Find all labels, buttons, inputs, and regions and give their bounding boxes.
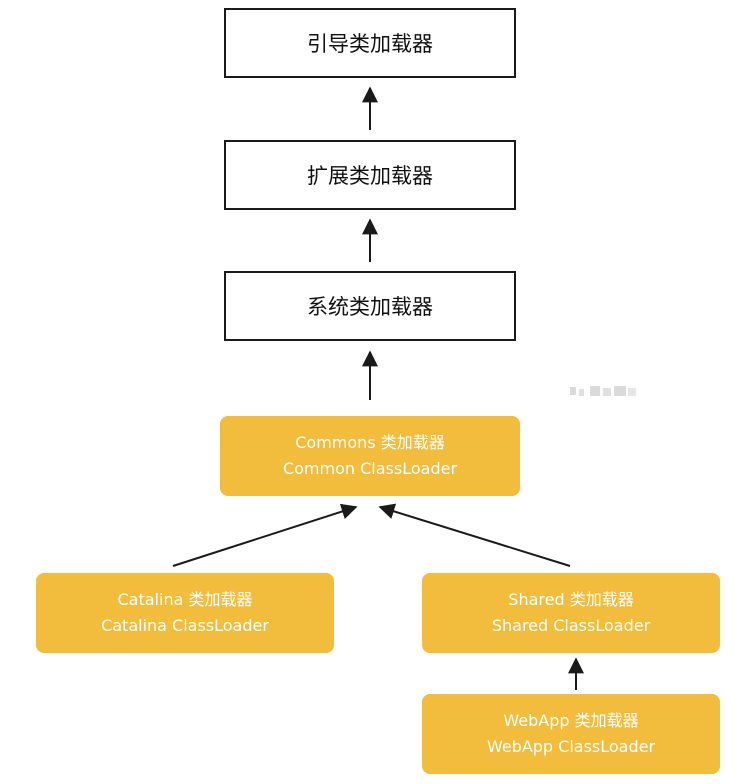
arrow-shared-to-common <box>378 503 571 567</box>
catalina-classloader-box: Catalina 类加载器 Catalina ClassLoader <box>36 573 334 653</box>
system-classloader-label: 系统类加载器 <box>307 295 433 319</box>
catalina-classloader-line1: Catalina 类加载器 <box>117 590 253 609</box>
common-classloader-line1: Commons 类加载器 <box>295 433 445 452</box>
common-classloader-box: Commons 类加载器 Common ClassLoader <box>220 416 520 496</box>
watermark-smudge <box>570 386 636 396</box>
webapp-classloader-line1: WebApp 类加载器 <box>503 711 639 730</box>
webapp-classloader-box: WebApp 类加载器 WebApp ClassLoader <box>422 694 720 774</box>
arrow-catalina-to-common <box>172 503 358 567</box>
common-classloader-line2: Common ClassLoader <box>282 459 458 478</box>
extension-classloader-label: 扩展类加载器 <box>307 164 433 188</box>
shared-classloader-box: Shared 类加载器 Shared ClassLoader <box>422 573 720 653</box>
shared-classloader-line2: Shared ClassLoader <box>491 616 651 635</box>
bootstrap-classloader-box: 引导类加载器 <box>224 8 516 78</box>
shared-classloader-line1: Shared 类加载器 <box>508 590 634 609</box>
system-classloader-box: 系统类加载器 <box>224 271 516 341</box>
catalina-classloader-line2: Catalina ClassLoader <box>101 616 269 635</box>
webapp-classloader-line2: WebApp ClassLoader <box>486 737 656 756</box>
extension-classloader-box: 扩展类加载器 <box>224 140 516 210</box>
bootstrap-classloader-label: 引导类加载器 <box>307 32 433 56</box>
